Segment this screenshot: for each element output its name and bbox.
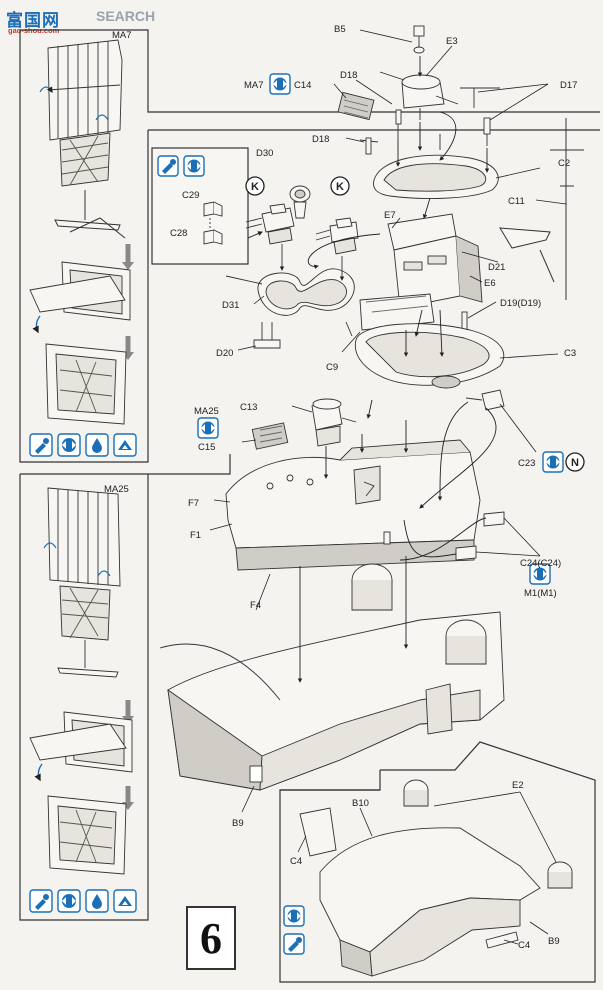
label-e2: E2 <box>512 780 524 791</box>
attach-icon-m1 <box>529 563 551 585</box>
antenna-arm <box>54 190 126 239</box>
label-e7: E7 <box>384 210 396 221</box>
label-c9: C9 <box>326 362 338 373</box>
leader-lines <box>209 29 567 945</box>
option-icons-c23: N <box>542 451 585 473</box>
logo-search-text: SEARCH <box>96 8 156 24</box>
attach-icon-ma25 <box>197 417 219 439</box>
label-f1: F1 <box>190 530 201 541</box>
label-c11: C11 <box>508 196 525 207</box>
bridge-tower-e6-e7 <box>387 213 483 309</box>
assembly-arrows <box>297 56 497 683</box>
part-c15 <box>251 422 289 450</box>
icon-row-2 <box>29 889 137 913</box>
k-badge-1: K <box>245 176 265 196</box>
secondary-gun-left <box>245 203 295 245</box>
part-d20 <box>253 322 281 349</box>
logo-text: 富国网 <box>6 11 60 31</box>
label-d19: D19(D19) <box>500 298 541 309</box>
gun-callout-box <box>151 147 263 265</box>
svg-text:K: K <box>251 181 259 193</box>
part-d18 <box>359 109 402 155</box>
label-c24: C24(C24) <box>520 558 561 569</box>
hull-b9 <box>159 563 505 791</box>
subassembly-panel-ma7 <box>19 29 600 463</box>
label-ma25-mid: MA25 <box>194 406 219 417</box>
part-b5 <box>413 25 425 54</box>
k-badge-2: K <box>330 176 350 196</box>
label-b9-detail: B9 <box>548 936 560 947</box>
label-ma7-mid: MA7 <box>244 80 264 91</box>
step-number: 6 <box>186 906 236 970</box>
subassembly-panel-ma25 <box>19 454 231 921</box>
radar-frame-assembled-2 <box>45 343 127 425</box>
icons-bottom-box <box>283 905 305 955</box>
label-f7: F7 <box>188 498 199 509</box>
label-d18-mid: D18 <box>312 134 329 145</box>
label-e6: E6 <box>484 278 496 289</box>
label-e3: E3 <box>446 36 458 47</box>
part-c14 <box>337 91 375 121</box>
radar-frame-ma7 <box>47 39 123 187</box>
svg-text:K: K <box>336 181 344 193</box>
radar-frame-assembled-1 <box>29 261 131 321</box>
label-c23: C23 <box>518 458 535 469</box>
part-d19 <box>461 311 468 331</box>
label-c13: C13 <box>240 402 257 413</box>
label-c29: C29 <box>182 190 199 201</box>
label-ma7-top: MA7 <box>112 30 132 41</box>
label-c2: C2 <box>558 158 570 169</box>
mast-c11 <box>499 118 584 300</box>
director-c13 <box>311 398 357 447</box>
label-ma25-left: MA25 <box>104 484 129 495</box>
label-d30: D30 <box>256 148 273 159</box>
part-d17 <box>460 87 500 146</box>
label-b10: B10 <box>352 798 369 809</box>
secondary-gun-right <box>315 217 359 255</box>
attach-icon-ma7 <box>269 73 291 95</box>
label-m1: M1(M1) <box>524 588 557 599</box>
label-b9-main: B9 <box>232 818 244 829</box>
bridge-deck-c2 <box>373 130 499 199</box>
label-f4: F4 <box>250 600 261 611</box>
detail-box-b10 <box>279 741 596 983</box>
mid-deck-c3 <box>354 293 505 389</box>
superstructure-f1 <box>225 439 481 571</box>
label-d18-top: D18 <box>340 70 357 81</box>
icon-row-1 <box>29 433 137 457</box>
label-c4-right: C4 <box>518 940 530 951</box>
part-e3 <box>379 71 459 120</box>
label-d31: D31 <box>222 300 239 311</box>
director-d30 <box>289 185 311 219</box>
label-c4-left: C4 <box>290 856 302 867</box>
svg-text:N: N <box>571 457 579 469</box>
deck-platform-d31 <box>225 268 355 337</box>
label-d21: D21 <box>488 262 505 273</box>
part-c24 <box>455 511 505 561</box>
label-c28: C28 <box>170 228 187 239</box>
label-d20: D20 <box>216 348 233 359</box>
part-c23 <box>465 389 505 411</box>
label-c3: C3 <box>564 348 576 359</box>
part-labels: B5 E3 MA7 C14 D18 D17 D18 C2 C11 E7 D21 … <box>188 24 577 951</box>
label-b5: B5 <box>334 24 346 35</box>
label-d17: D17 <box>560 80 577 91</box>
label-c14: C14 <box>294 80 311 91</box>
label-c15: C15 <box>198 442 215 453</box>
